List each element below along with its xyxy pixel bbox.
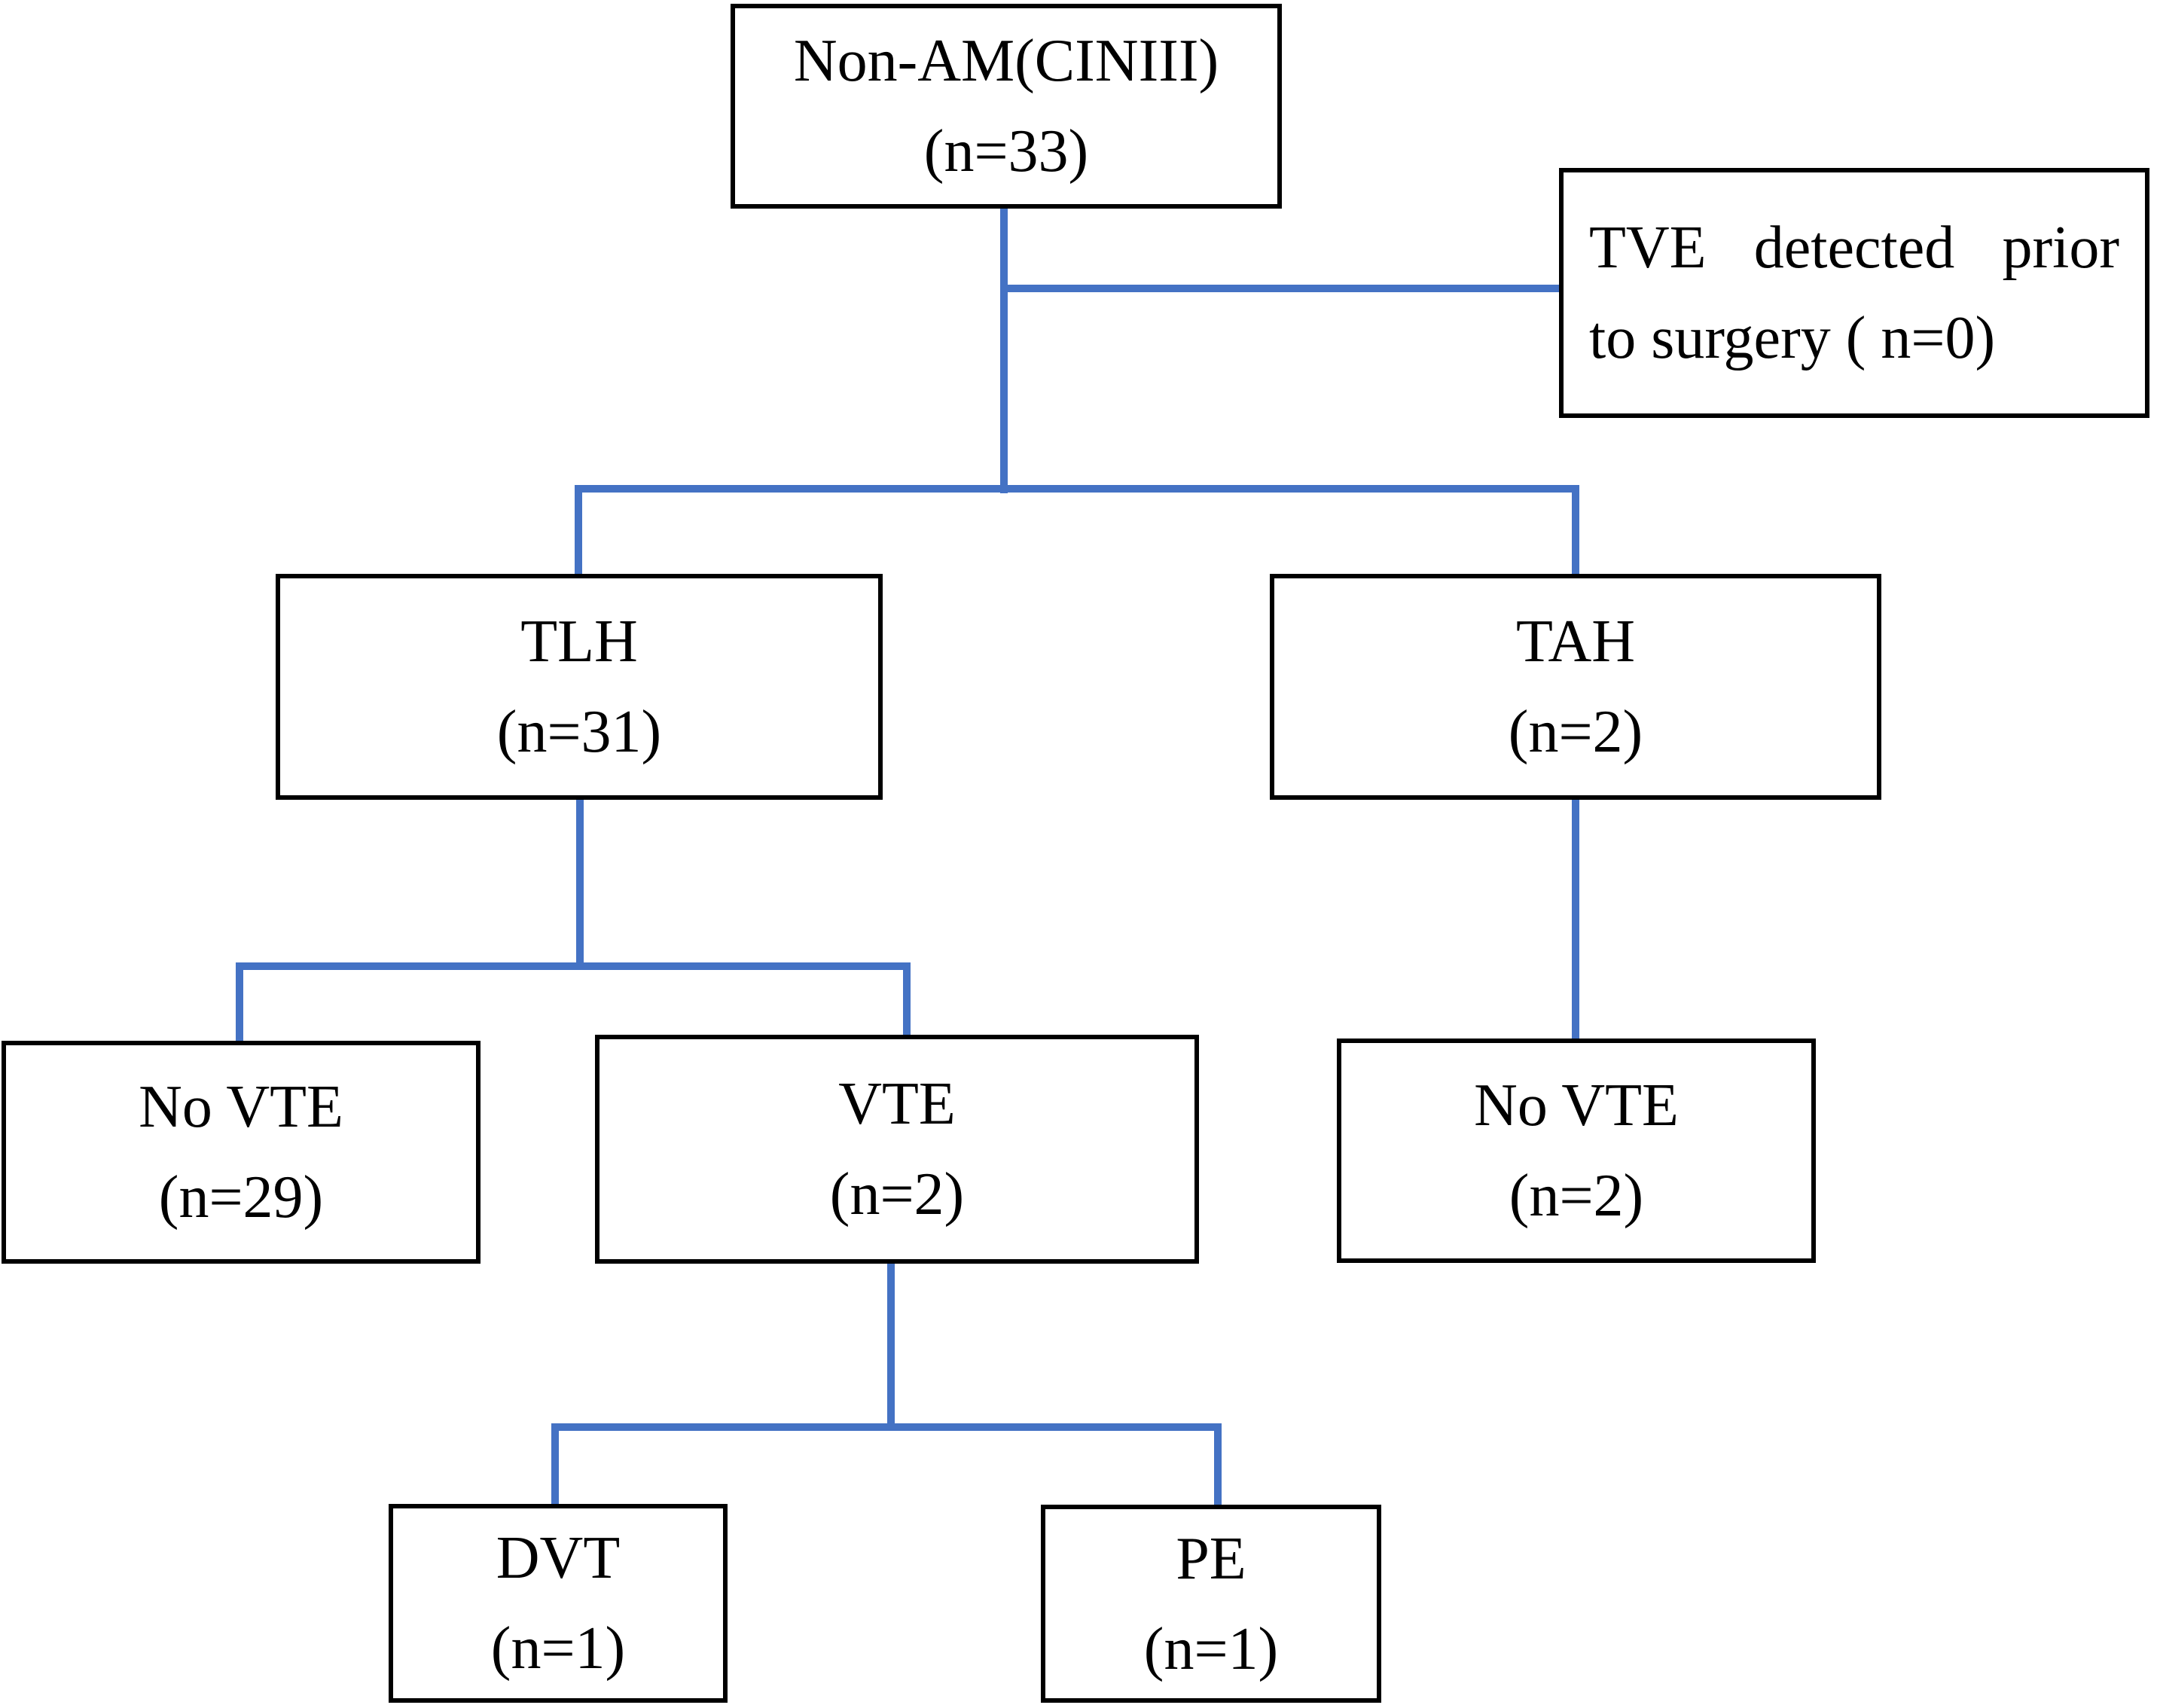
node-non-am-ciniii: Non-AM(CINIII) (n=33) [731, 4, 1282, 209]
node-label: PE [1176, 1525, 1246, 1592]
node-no-vte-right: No VTE (n=2) [1337, 1039, 1816, 1263]
node-label: TVE detected prior [1589, 215, 2119, 281]
node-count: (n=29) [158, 1164, 324, 1231]
node-dvt: DVT (n=1) [389, 1504, 728, 1703]
connector-drop-to-no-vte-left [236, 962, 243, 1045]
node-label: No VTE [139, 1074, 343, 1140]
node-tah: TAH (n=2) [1270, 574, 1881, 800]
node-count: (n=2) [829, 1161, 965, 1228]
node-label: VTE [838, 1071, 956, 1137]
connector-branch1-horizontal [575, 485, 1579, 493]
connector-tah-to-no-vte-right [1572, 797, 1579, 1042]
connector-branch2-horizontal [236, 962, 911, 970]
connector-drop-to-vte [903, 962, 911, 1039]
node-no-vte-left: No VTE (n=29) [2, 1041, 481, 1264]
node-count: (n=1) [490, 1615, 626, 1682]
connector-drop-to-dvt [551, 1423, 559, 1508]
connector-branch3-horizontal [551, 1423, 1222, 1431]
connector-drop-to-pe [1214, 1423, 1222, 1508]
node-count: (n=33) [923, 118, 1089, 185]
node-label: Non-AM(CINIII) [793, 28, 1219, 94]
node-count: (n=2) [1508, 699, 1643, 765]
node-count: to surgery ( n=0) [1589, 305, 1996, 371]
connector-tlh-stem [576, 797, 584, 970]
connector-drop-to-tah [1572, 485, 1579, 578]
node-tlh: TLH (n=31) [276, 574, 883, 800]
node-vte: VTE (n=2) [595, 1035, 1199, 1264]
connector-drop-to-tlh [575, 485, 582, 578]
connector-root-stem [1000, 207, 1008, 493]
node-label: DVT [496, 1525, 621, 1591]
node-count: (n=1) [1143, 1615, 1279, 1682]
node-label: No VTE [1474, 1072, 1679, 1139]
node-count: (n=31) [496, 699, 662, 765]
connector-root-to-tve-note [1000, 285, 1559, 292]
node-label: TLH [520, 608, 638, 675]
node-tve-note: TVE detected prior to surgery ( n=0) [1559, 168, 2149, 418]
node-count: (n=2) [1509, 1163, 1644, 1229]
connector-vte-stem [887, 1261, 895, 1430]
node-label: TAH [1515, 608, 1635, 675]
node-pe: PE (n=1) [1041, 1505, 1381, 1703]
